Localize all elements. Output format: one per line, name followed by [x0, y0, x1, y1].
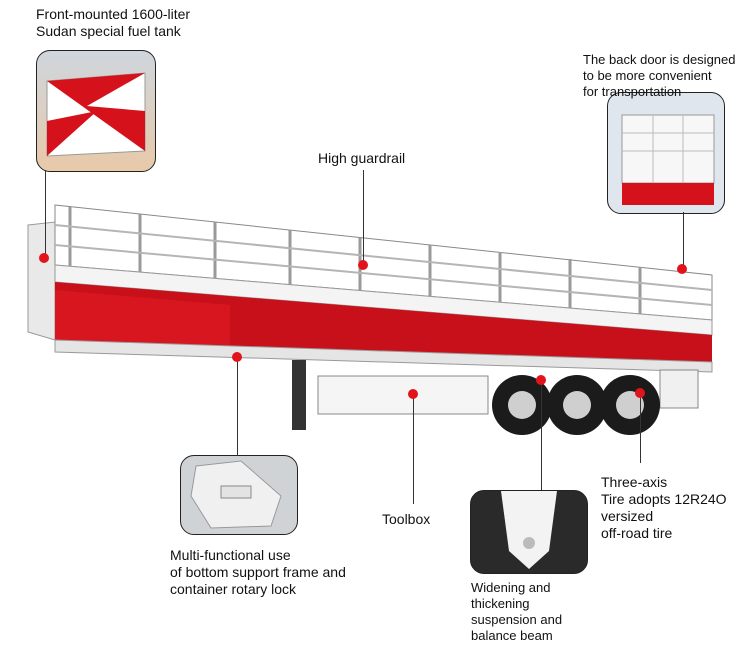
support-frame-pointer: [237, 356, 238, 456]
suspension-pointer: [541, 380, 542, 490]
support-frame-caption: Multi-functional use of bottom support f…: [170, 547, 346, 597]
fuel-tank-caption: Front-mounted 1600-liter Sudan special f…: [36, 6, 191, 39]
suspension-marker: [536, 375, 546, 385]
suspension-photo: [470, 490, 588, 574]
back-door-photo: [607, 92, 725, 214]
axles-pointer: [640, 393, 641, 463]
guardrail-marker: [358, 260, 368, 270]
back-door-pointer: [683, 212, 684, 268]
support-frame-marker: [232, 352, 242, 362]
back-door-caption: The back door is designed to be more con…: [583, 52, 736, 99]
fuel-tank-photo: [36, 50, 156, 172]
support-frame-photo: [180, 455, 298, 535]
fuel-tank-pointer: [45, 170, 46, 258]
guardrail-pointer: [363, 170, 364, 265]
toolbox-pointer: [413, 394, 414, 504]
toolbox-marker: [408, 389, 418, 399]
toolbox-caption: Toolbox: [382, 511, 431, 527]
back-door-marker: [677, 264, 687, 274]
fuel-tank-marker: [39, 253, 49, 263]
axles-caption: Three-axis Tire adopts 12R24O versized o…: [601, 474, 727, 541]
axles-marker: [635, 388, 645, 398]
suspension-caption: Widening and thickening suspension and b…: [471, 580, 563, 643]
guardrail-caption: High guardrail: [318, 150, 406, 166]
